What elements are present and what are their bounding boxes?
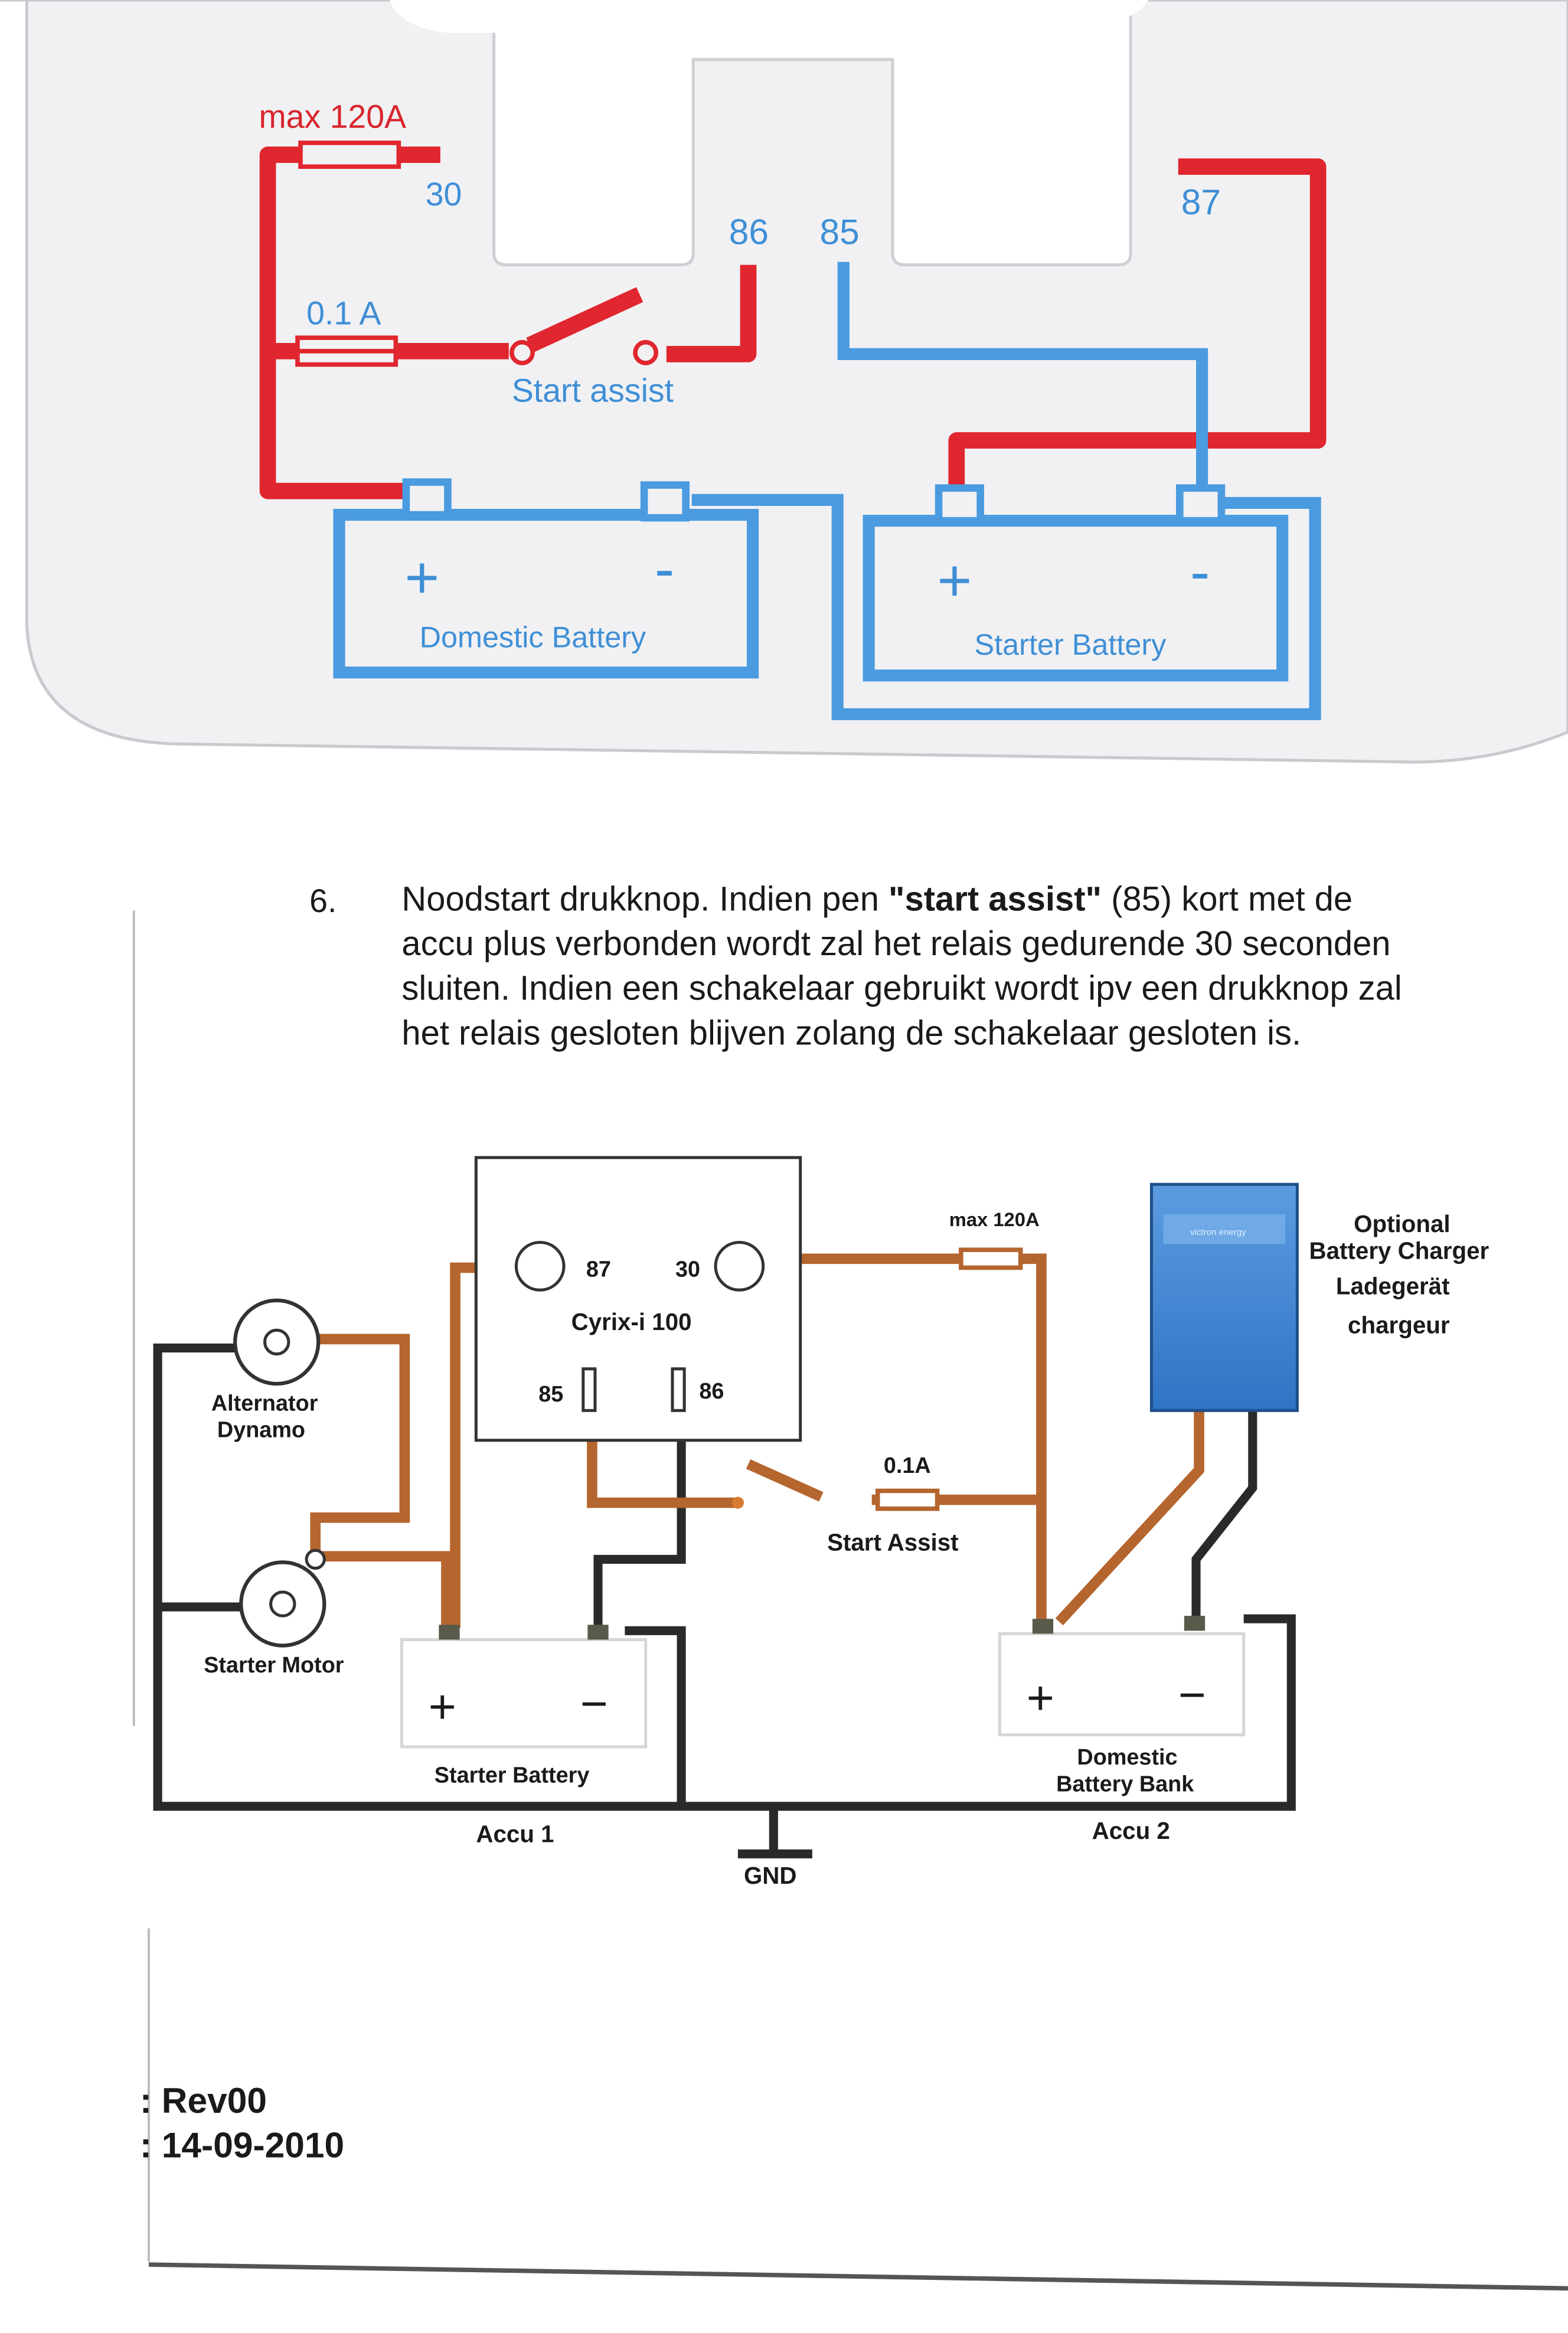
card-terminal-87: 87 [1181,182,1221,222]
relay-pin-85 [582,1367,597,1412]
starter-plus: + [937,548,972,614]
relay-terminal-87 [514,1241,566,1292]
diagram-starter-battery-label: Starter Battery [435,1763,590,1788]
relay-pin-86 [671,1367,686,1412]
domestic-minus: - [655,536,675,602]
card-main-fuse-label: max 120A [259,99,406,135]
item-number: 6. [309,883,337,919]
card-terminal-86: 86 [729,211,769,251]
starter-battery-label: Starter Battery [975,628,1167,661]
starter-minus: - [1190,539,1210,605]
switch-contact [731,1496,744,1509]
card-small-fuse-label: 0.1 A [306,295,381,331]
accu-1-label: Accu 1 [476,1820,554,1847]
card-terminal-30: 30 [426,176,462,213]
charger-label-1: Optional [1354,1210,1450,1237]
card-cutout-left [492,0,1132,267]
diagram-starter-plus: + [429,1681,456,1734]
domestic-terminal-plus [402,478,452,519]
charger-label-4: chargeur [1348,1311,1450,1338]
card-background [0,0,1568,764]
diagram-main-fuse-label: max 120A [949,1208,1040,1230]
relay-name: Cyrix-i 100 [571,1308,692,1335]
paragraph-line-2: accu plus verbonden wordt zal het relais… [401,925,1390,963]
accu-2-label: Accu 2 [1092,1817,1170,1844]
card-terminal-85: 85 [819,211,859,251]
diagram-domestic-minus: − [1178,1668,1206,1721]
domestic-bank-label-2: Battery Bank [1056,1772,1194,1797]
relay-label-87: 87 [586,1257,611,1282]
switch-contact-left [509,339,535,365]
paragraph-line-1-bold: "start assist" [888,880,1102,918]
diagram-switch-label: Start Assist [827,1528,959,1556]
ground-wiring [153,1343,1296,1858]
document-page: 6. Noodstart drukknop. Indien pen "start… [132,880,1568,2291]
domestic-battery-label: Domestic Battery [420,620,646,653]
charger-label-2: Battery Charger [1309,1237,1489,1264]
diagram-small-fuse [875,1488,940,1511]
paragraph-line-1: Noodstart drukknop. Indien pen "start as… [401,880,1353,918]
domestic-bank-label-1: Domestic [1077,1745,1177,1770]
relay-label-86: 86 [699,1379,724,1404]
charger-brand: victron energy [1190,1227,1246,1237]
starter-motor-label: Starter Motor [204,1653,344,1678]
relay-label-85: 85 [538,1382,563,1407]
diagram-starter-battery [400,1638,648,1749]
charger-label-3: Ladegerät [1336,1273,1450,1300]
card-switch-label: Start assist [512,373,674,409]
paragraph-line-1-post: (85) kort met de [1102,880,1353,918]
card-cutout-right [390,0,1149,33]
relay-terminal-30 [714,1241,765,1292]
diagram-domestic-plus: + [1027,1672,1054,1725]
revision-label: : Rev00 [140,2080,267,2120]
relay-box [474,1156,802,1442]
date-label: : 14-09-2010 [140,2125,344,2165]
alternator-label-1: Alternator [211,1391,318,1416]
card-blue-wiring [333,262,1321,720]
switch-contact-right [633,339,659,365]
instruction-card: max 120A 30 86 85 87 0.1 A Start assist … [0,0,1568,764]
starter-terminal-minus [1176,484,1226,525]
page-edge [148,2262,1568,2291]
diagram-small-fuse-label: 0.1A [884,1453,931,1478]
domestic-terminal-minus [640,481,690,522]
diagram-main-fuse [959,1247,1023,1270]
relay-label-30: 30 [675,1257,700,1282]
main-fuse [298,140,401,169]
paragraph-line-4: het relais gesloten blijven zolang de sc… [401,1014,1301,1052]
diagram-starter-minus: − [580,1678,608,1731]
domestic-plus: + [404,545,439,611]
alternator-label-2: Dynamo [217,1418,305,1443]
wiring-diagram: 87 30 Cyrix-i 100 85 86 max 120A 0.1A St… [153,1156,1489,1889]
paragraph-line-3: sluiten. Indien een schakelaar gebruikt … [401,970,1402,1008]
paragraph-line-1-pre: Noodstart drukknop. Indien pen [401,880,888,918]
diagram-domestic-battery [998,1632,1246,1737]
gnd-label: GND [744,1862,797,1889]
starter-terminal-plus [935,484,984,525]
